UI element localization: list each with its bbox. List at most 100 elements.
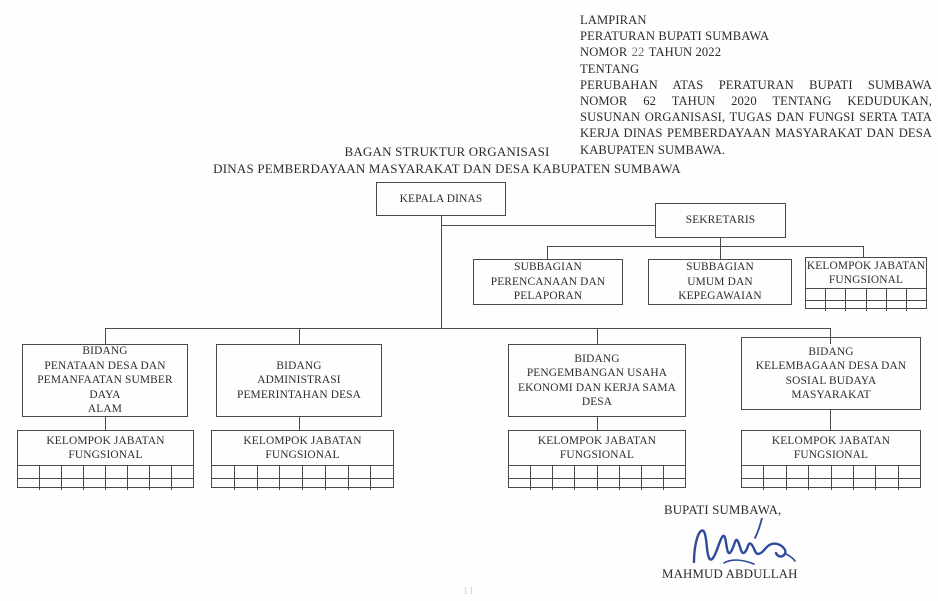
legal-nomor: NOMOR 22 TAHUN 2022 [580,44,932,60]
kjf-grid-cell [127,478,149,490]
kjf-grid-cell [149,478,171,490]
kjf-grid-row [509,477,685,491]
kjf-grid-cell [852,478,875,490]
kjf-grid-row [509,466,685,478]
kjf-grid-cell [302,466,325,478]
connector-head-to-secretary [441,225,655,227]
kjf-grid-cell [806,289,825,300]
kjf-grid-cell [324,478,348,490]
kjf-grid-cell [852,466,875,478]
connector-division-bus [105,328,830,330]
kjf-grid-cell [785,466,808,478]
connector-subbag-1-drop [547,246,549,259]
kjf-grid-cell [763,466,785,478]
kjf-grid-cell [830,466,853,478]
kjf-grid-cell [596,466,619,478]
kjf-grid-cell [530,466,552,478]
kjf-grid-row [806,289,926,300]
kjf-grid-cell [105,466,127,478]
kjf-grid-cell [785,478,808,490]
kjf-grid-cell [530,478,552,490]
kjf-grid-cell [806,301,825,312]
kjf-grid-row [212,466,393,478]
chart-title-line-2: DINAS PEMBERDAYAAN MASYARAKAT DAN DESA K… [213,161,681,176]
kjf-grid-cell [509,466,530,478]
kjf-sekretariat-grid [806,288,926,311]
kjf-grid-cell [509,479,530,491]
kjf-grid-cell [845,289,865,300]
kjf-grid-cell [127,466,149,478]
kjf-grid-cell [18,466,39,478]
kjf-grid-cell [279,466,302,478]
chart-title-line-1: BAGAN STRUKTUR ORGANISASI [344,144,550,159]
kjf-grid-cell [596,478,619,490]
kjf-grid-cell [105,478,127,490]
kjf-grid-cell [212,479,234,491]
connector-head-spine [441,215,443,328]
kjf-grid-cell [347,478,371,490]
connector-div1-to-functional [105,417,107,430]
kjf-grid-cell [905,289,926,300]
kjf-grid-cell [825,300,845,311]
kjf-grid-cell [279,478,302,490]
org-box-sekretaris[interactable]: SEKRETARIS [655,203,786,238]
kjf-grid-cell [742,479,763,491]
connector-division-4-drop [830,328,832,344]
signature-mark [692,518,796,565]
connector-div4-to-functional [830,410,832,430]
org-box-kepala-dinas[interactable]: KEPALA DINAS [376,182,506,216]
kjf-grid-cell [875,466,897,478]
kjf-grid-cell [825,289,845,300]
kjf-grid-cell [618,466,641,478]
kjf-grid-cell [830,478,853,490]
kjf-grid-cell [574,478,596,490]
kjf-grid-cell [39,478,61,490]
kjf-grid-cell [574,466,596,478]
kjf-grid-cell [885,289,906,300]
kjf-grid-cell [171,478,193,490]
kjf-grid-cell [885,300,906,311]
kjf-1-grid [18,465,193,490]
kjf-grid-cell [61,478,83,490]
kjf-grid-row [806,299,926,312]
connector-subbag-2-drop [720,246,722,259]
legal-peraturan: PERATURAN BUPATI SUMBAWA [580,29,770,44]
kjf-grid-cell [897,466,920,478]
connector-secretary-bus [547,246,863,248]
connector-div3-to-functional [597,417,599,430]
kjf-grid-row [18,466,193,478]
org-box-kepala-dinas-label: KEPALA DINAS [399,192,483,205]
kjf-grid-cell [808,466,830,478]
kjf-grid-cell [233,466,257,478]
kjf-2-grid [212,465,393,490]
connector-div2-to-functional [299,417,301,430]
kjf-grid-cell [640,466,663,478]
connector-division-3-drop [597,328,599,344]
legal-header-block: LAMPIRAN PERATURAN BUPATI SUMBAWA NOMOR … [580,12,932,158]
kjf-grid-cell [324,466,348,478]
kjf-3-grid [509,465,685,490]
kjf-grid-cell [640,478,663,490]
kjf-grid-cell [370,478,393,490]
